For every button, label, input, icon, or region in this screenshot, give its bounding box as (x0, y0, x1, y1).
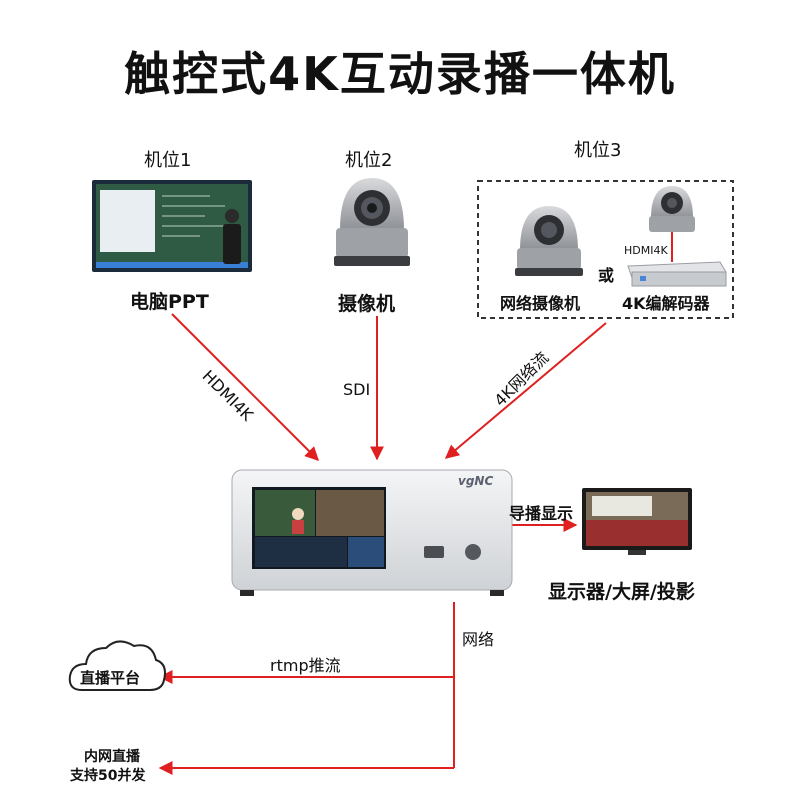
smartboard-image (92, 180, 252, 272)
camera3-position-label: 机位3 (574, 140, 622, 161)
codec-label: 4K编解码器 (622, 294, 710, 313)
network-label: 网络 (462, 630, 495, 649)
network-camera-label: 网络摄像机 (500, 294, 581, 313)
network-camera-image (515, 206, 583, 276)
codec-image (627, 261, 727, 287)
intranet-line1-label: 内网直播 (84, 749, 140, 765)
live-platform-label: 直播平台 (80, 669, 141, 687)
or-label: 或 (598, 266, 615, 285)
ptz-camera-image (334, 178, 410, 266)
computer-ppt-label: 电脑PPT (130, 291, 209, 313)
intranet-line2-label: 支持50并发 (70, 768, 146, 784)
net4k-arrow (444, 322, 607, 459)
page-title: 触控式4K互动录播一体机 (124, 47, 676, 101)
device-brand-logo: vgNC (458, 474, 494, 488)
display-monitor-image (582, 488, 692, 555)
camera1-position-label: 机位1 (144, 150, 192, 171)
cloud-icon (68, 640, 166, 691)
hdmi-camera-image (649, 186, 695, 232)
camera-label: 摄像机 (338, 293, 396, 315)
guide-display-label: 导播显示 (509, 504, 574, 523)
camera2-position-label: 机位2 (345, 150, 393, 171)
display-label: 显示器/大屏/投影 (548, 581, 695, 603)
hdmi-arrow (171, 313, 319, 461)
hdmi4k-small-label: HDMI4K (624, 244, 668, 257)
camera3-dashed-box (477, 180, 734, 319)
rtmp-label: rtmp推流 (270, 656, 341, 675)
recording-device (231, 469, 513, 596)
sdi-label: SDI (343, 380, 371, 399)
